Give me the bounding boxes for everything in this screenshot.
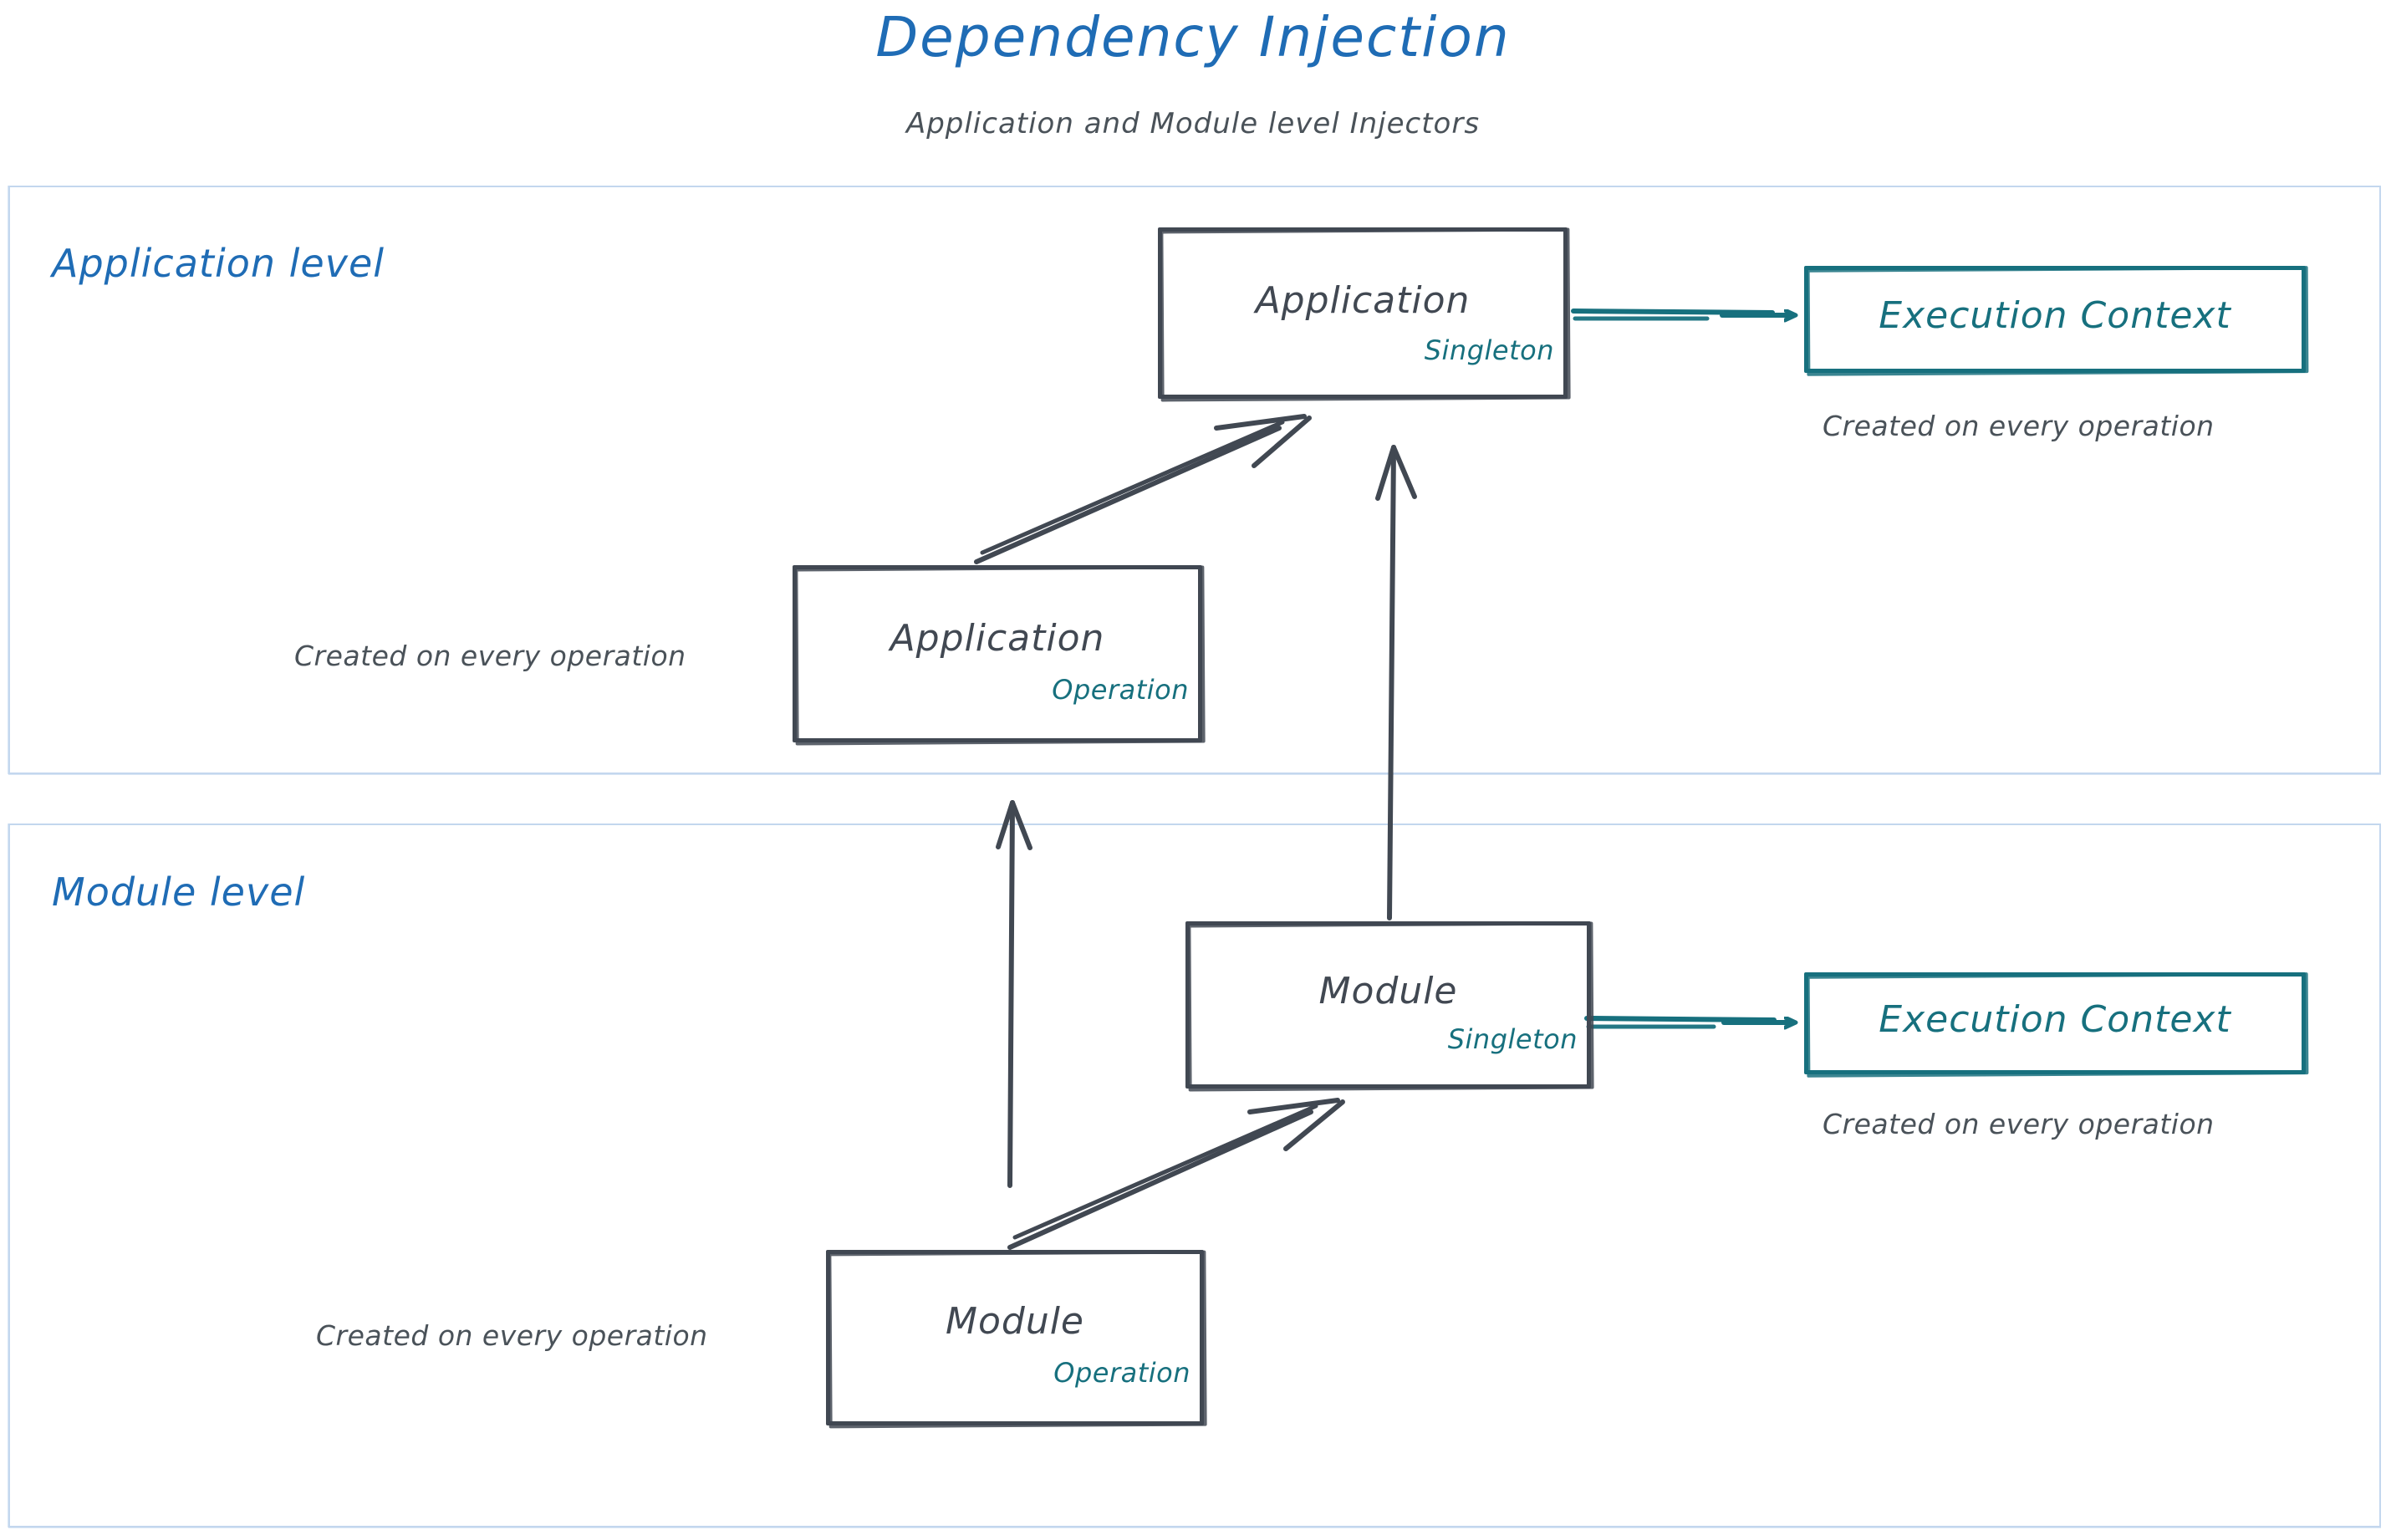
application-level-container bbox=[8, 186, 2381, 774]
node-module-operation[interactable]: Module Operation bbox=[826, 1250, 1207, 1429]
application-level-label: Application level bbox=[52, 241, 385, 286]
node-application-singleton[interactable]: Application Singleton bbox=[1158, 227, 1571, 402]
node-frame bbox=[1804, 972, 2306, 1074]
page-subtitle: Application and Module level Injectors bbox=[905, 107, 1481, 140]
module-level-container bbox=[8, 824, 2381, 1527]
caption-application-operation: Created on every operation bbox=[294, 640, 686, 672]
caption-execution-context-module: Created on every operation bbox=[1823, 1108, 2215, 1140]
node-frame bbox=[1185, 921, 1591, 1089]
caption-execution-context-application: Created on every operation bbox=[1823, 410, 2215, 442]
node-application-operation[interactable]: Application Operation bbox=[793, 565, 1206, 746]
node-execution-context-module[interactable]: Execution Context bbox=[1804, 972, 2309, 1078]
node-scope-badge: Singleton bbox=[1424, 334, 1554, 366]
caption-module-operation: Created on every operation bbox=[316, 1319, 708, 1352]
node-frame bbox=[826, 1250, 1204, 1425]
node-scope-badge: Operation bbox=[1053, 1357, 1190, 1389]
node-title: Module bbox=[946, 1300, 1084, 1343]
node-module-singleton[interactable]: Module Singleton bbox=[1185, 921, 1594, 1092]
node-title: Application bbox=[1255, 279, 1471, 322]
page-title: Dependency Injection bbox=[875, 5, 1511, 69]
node-execution-context-application[interactable]: Execution Context bbox=[1804, 266, 2309, 376]
node-scope-badge: Operation bbox=[1052, 674, 1189, 706]
node-scope-badge: Singleton bbox=[1447, 1023, 1578, 1055]
node-title: Execution Context bbox=[1879, 294, 2231, 337]
node-frame bbox=[793, 565, 1202, 742]
node-title: Module bbox=[1318, 970, 1458, 1012]
module-level-label: Module level bbox=[52, 869, 306, 915]
node-title: Application bbox=[890, 617, 1105, 660]
node-frame bbox=[1158, 227, 1568, 399]
node-frame bbox=[1804, 266, 2306, 373]
node-title: Execution Context bbox=[1879, 998, 2231, 1041]
